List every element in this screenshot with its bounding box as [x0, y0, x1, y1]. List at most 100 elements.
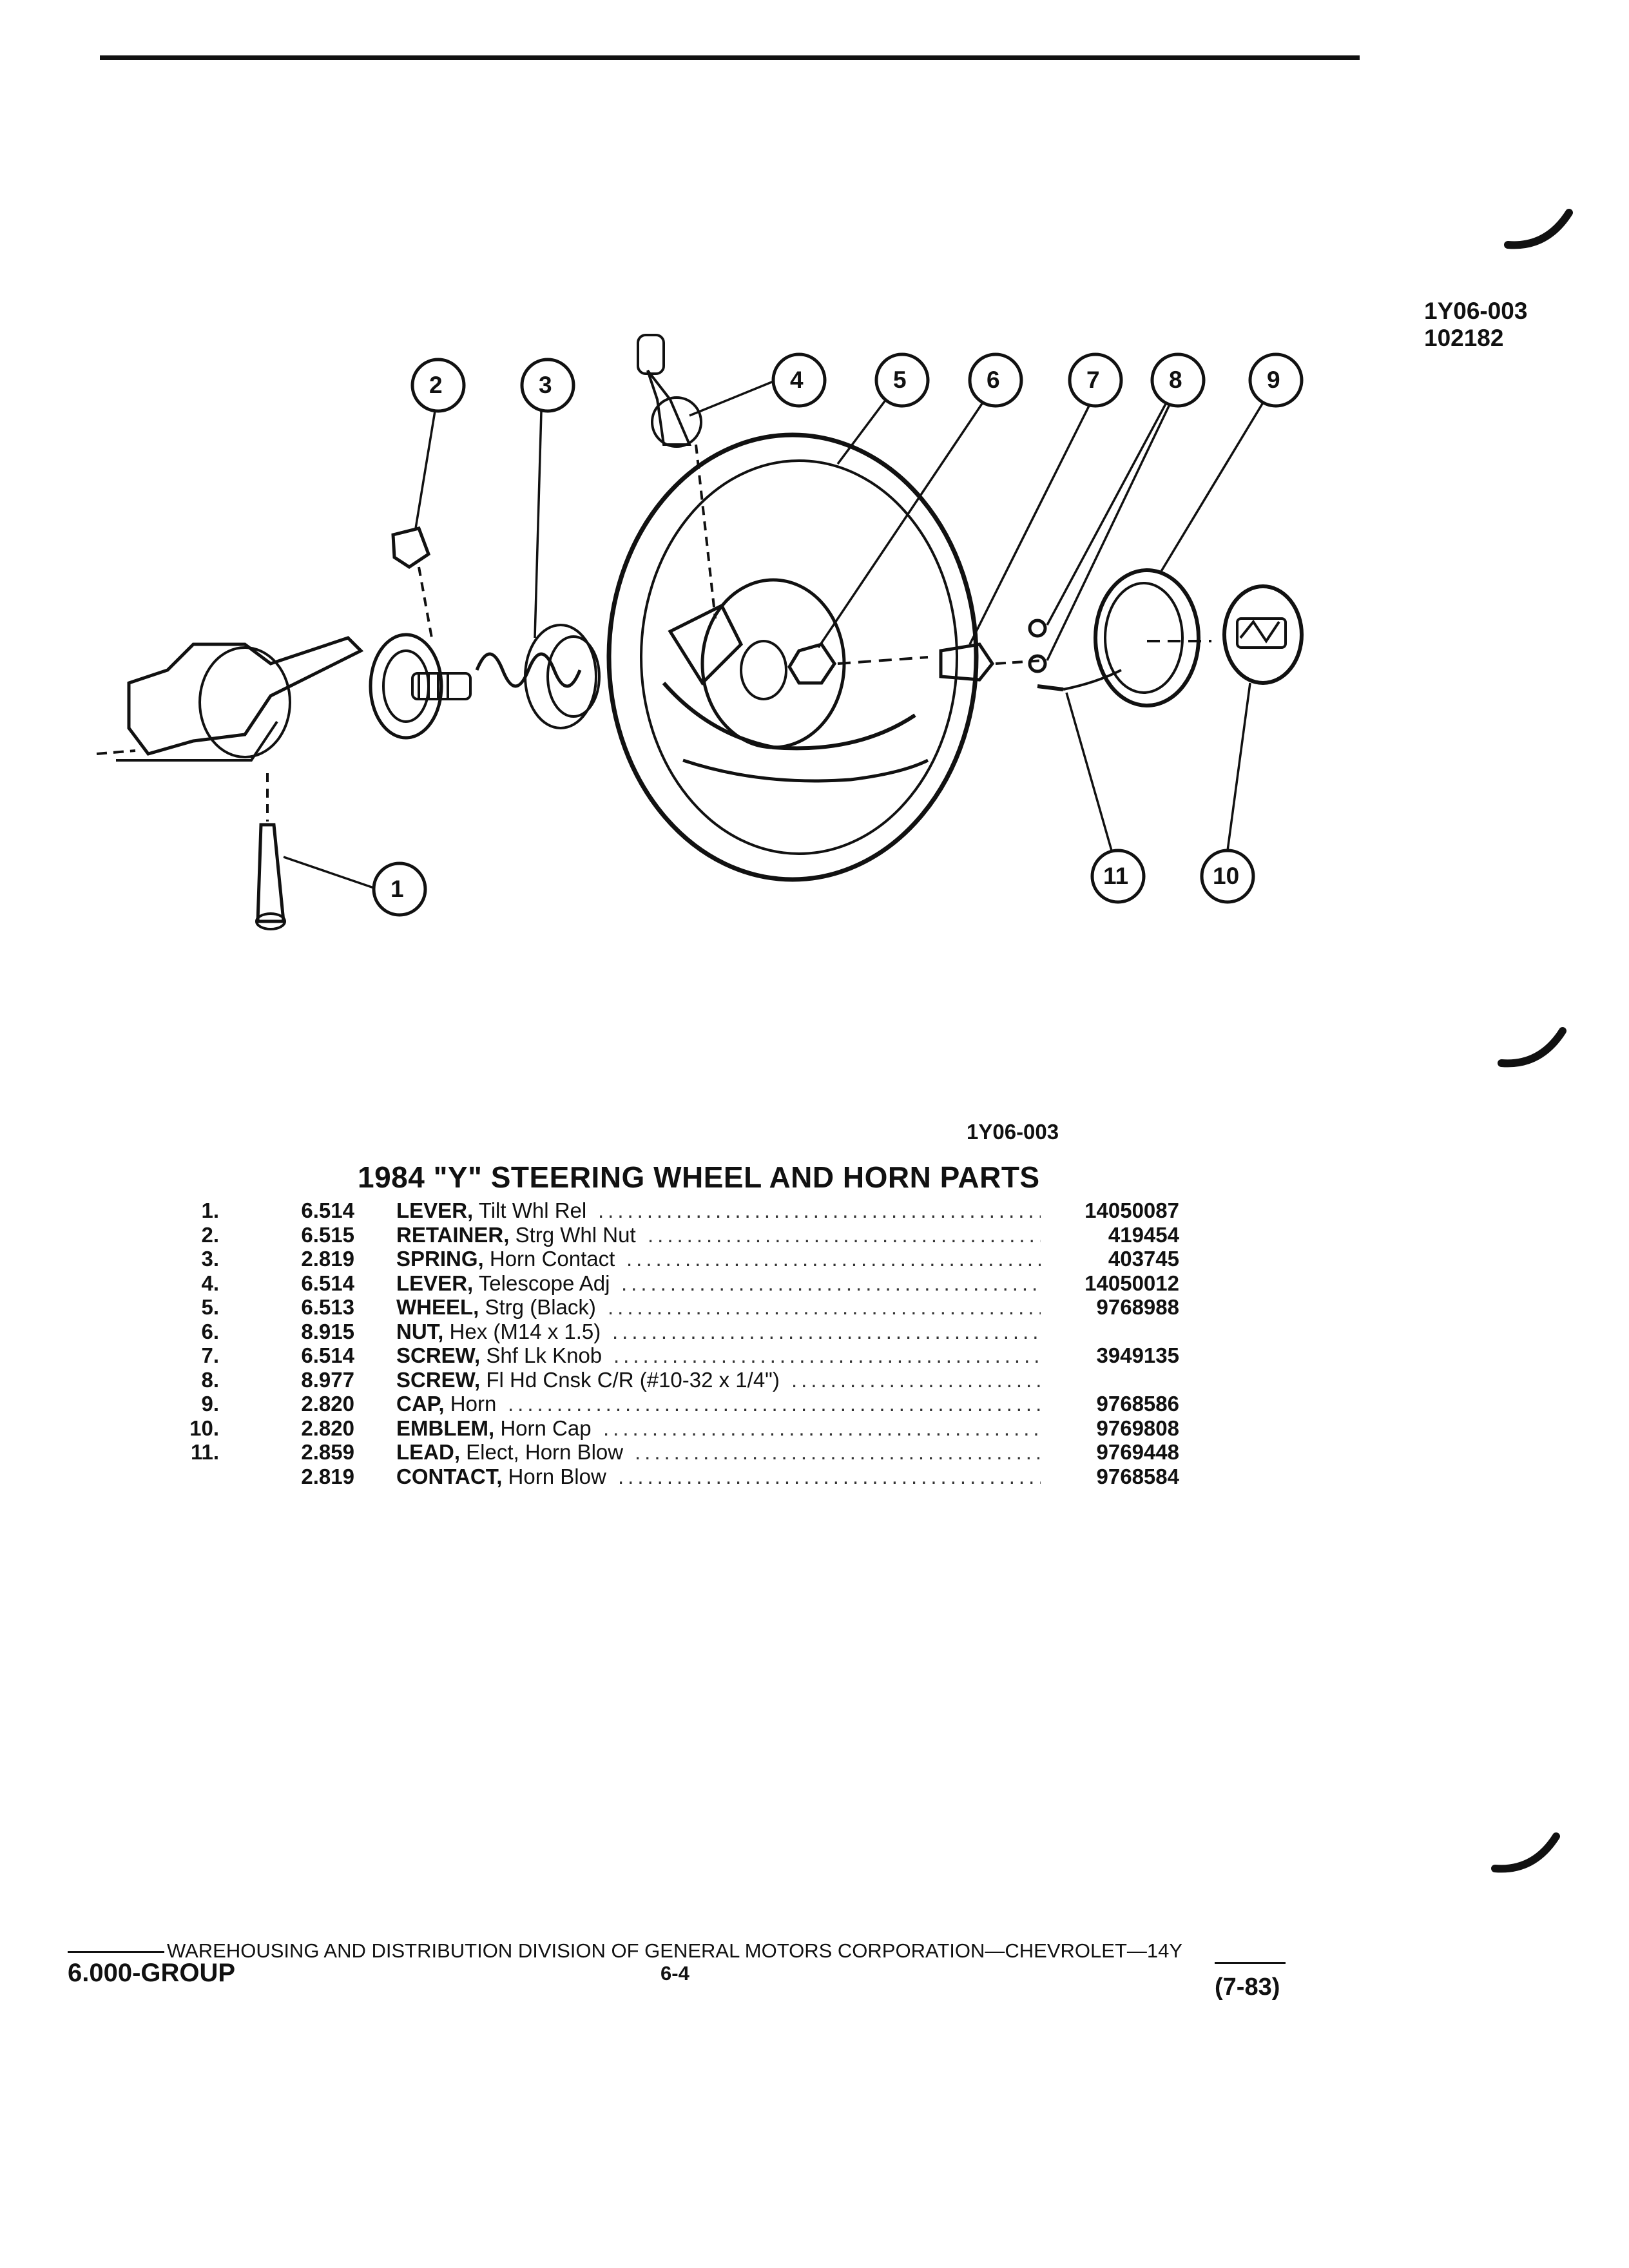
- callout-9: 9: [1267, 367, 1280, 393]
- part-number-index: 2.: [201, 1222, 219, 1247]
- part-description: SCREW, Fl Hd Cnsk C/R (#10-32 x 1/4"): [396, 1368, 780, 1392]
- part-group-code: 6.514: [301, 1271, 354, 1295]
- parts-row: 1. 6.514 LEVER, Tilt Whl Rel..............…: [0, 1198, 1629, 1223]
- callout-4: 4: [790, 367, 804, 393]
- part-group-code: 8.915: [301, 1319, 354, 1343]
- parts-row: 9. 2.820 CAP, Horn........................…: [0, 1392, 1629, 1416]
- leader-dots: ........................................…: [598, 1198, 1041, 1222]
- part-number: 3949135: [1096, 1343, 1179, 1367]
- part-group-code: 2.859: [301, 1440, 354, 1464]
- part-number-index: 5.: [201, 1295, 219, 1319]
- part-detail: Horn: [450, 1392, 497, 1416]
- footer-group: 6.000-GROUP: [68, 1959, 236, 1987]
- part-number-index: 11.: [190, 1440, 219, 1464]
- part-number-index: 3.: [201, 1247, 219, 1271]
- figure-caption: 1Y06-003: [967, 1120, 1059, 1144]
- page-title: 1984 "Y" STEERING WHEEL AND HORN PARTS: [358, 1160, 1040, 1194]
- part-description: SPRING, Horn Contact: [396, 1247, 615, 1271]
- binder-mark-bottom: [1491, 1832, 1560, 1873]
- part-number-index: 1.: [201, 1198, 219, 1222]
- footer-page-number: 6-4: [660, 1962, 689, 1984]
- part-name: CONTACT,: [396, 1464, 503, 1488]
- leader-dots: ........................................…: [603, 1416, 1041, 1440]
- part-description: LEVER, Tilt Whl Rel: [396, 1198, 586, 1223]
- part-detail: Elect, Horn Blow: [466, 1440, 624, 1464]
- part-detail: Horn Blow: [508, 1464, 606, 1488]
- callout-6: 6: [987, 367, 1000, 393]
- part-group-code: 2.820: [301, 1392, 354, 1416]
- part-detail: Strg Whl Nut: [515, 1222, 636, 1247]
- part-group-code: 2.819: [301, 1464, 354, 1488]
- part-description: EMBLEM, Horn Cap: [396, 1416, 592, 1441]
- part-group-code: 6.515: [301, 1222, 354, 1247]
- part-detail: Hex (M14 x 1.5): [449, 1319, 601, 1343]
- part-description: CAP, Horn: [396, 1392, 496, 1416]
- part-number-index: 9.: [201, 1392, 219, 1416]
- part-description: NUT, Hex (M14 x 1.5): [396, 1320, 601, 1344]
- part-detail: Fl Hd Cnsk C/R (#10-32 x 1/4"): [486, 1367, 780, 1392]
- part-number: 14050087: [1084, 1198, 1179, 1222]
- part-group-code: 2.820: [301, 1416, 354, 1440]
- part-detail: Horn Cap: [500, 1416, 592, 1440]
- callout-7: 7: [1086, 367, 1100, 393]
- part-description: LEAD, Elect, Horn Blow: [396, 1440, 623, 1465]
- footer-line-text: WAREHOUSING AND DISTRIBUTION DIVISION OF…: [167, 1939, 1183, 1962]
- part-number-index: 4.: [201, 1271, 219, 1295]
- part-number: 9768586: [1096, 1392, 1179, 1416]
- part-number: 403745: [1108, 1247, 1179, 1271]
- part-description: WHEEL, Strg (Black): [396, 1295, 596, 1320]
- leader-dots: ........................................…: [608, 1295, 1041, 1319]
- callout-2: 2: [429, 372, 443, 398]
- leader-dots: ...........................: [791, 1367, 1041, 1392]
- part-number-index: 8.: [201, 1367, 219, 1392]
- part-detail: Shf Lk Knob: [486, 1343, 602, 1367]
- callout-8: 8: [1169, 367, 1182, 393]
- part-description: SCREW, Shf Lk Knob: [396, 1343, 602, 1368]
- steering-wheel-exploded-diagram: [96, 334, 1304, 930]
- part-number: 9769808: [1096, 1416, 1179, 1440]
- parts-row: 11. 2.859 LEAD, Elect, Horn Blow..........…: [0, 1440, 1629, 1465]
- diagram-ref-id: 1Y06-003: [1424, 298, 1528, 324]
- part-number: 9768584: [1096, 1464, 1179, 1488]
- part-detail: Strg (Black): [485, 1295, 596, 1319]
- leader-dots: ........................................…: [626, 1247, 1041, 1271]
- part-name: CAP,: [396, 1392, 445, 1416]
- part-name: SCREW,: [396, 1367, 481, 1392]
- part-name: SPRING,: [396, 1247, 484, 1271]
- part-group-code: 6.514: [301, 1343, 354, 1367]
- callout-5: 5: [893, 367, 907, 393]
- diagram-ref-date: 102182: [1424, 325, 1504, 351]
- leader-dots: ........................................…: [635, 1440, 1041, 1464]
- part-name: LEAD,: [396, 1440, 460, 1464]
- callout-3: 3: [539, 372, 552, 398]
- part-name: SCREW,: [396, 1343, 481, 1367]
- leader-dots: ........................................…: [621, 1271, 1041, 1295]
- part-number: 419454: [1108, 1222, 1179, 1247]
- part-name: LEVER,: [396, 1198, 474, 1222]
- part-description: RETAINER, Strg Whl Nut: [396, 1223, 636, 1247]
- leader-dots: ........................................…: [618, 1464, 1041, 1488]
- part-group-code: 8.977: [301, 1367, 354, 1392]
- part-number: 9768988: [1096, 1295, 1179, 1319]
- part-description: LEVER, Telescope Adj: [396, 1271, 610, 1296]
- part-detail: Tilt Whl Rel: [478, 1198, 587, 1222]
- part-detail: Horn Contact: [489, 1247, 615, 1271]
- binder-mark-middle: [1498, 1027, 1566, 1068]
- part-detail: Telescope Adj: [478, 1271, 610, 1295]
- parts-row: 5. 6.513 WHEEL, Strg (Black)..............…: [0, 1295, 1629, 1320]
- leader-dots: ........................................…: [648, 1222, 1041, 1247]
- part-name: EMBLEM,: [396, 1416, 495, 1440]
- part-group-code: 6.513: [301, 1295, 354, 1319]
- part-name: LEVER,: [396, 1271, 474, 1295]
- part-number: 9769448: [1096, 1440, 1179, 1464]
- part-group-code: 6.514: [301, 1198, 354, 1222]
- part-name: NUT,: [396, 1319, 444, 1343]
- parts-row: 4. 6.514 LEVER, Telescope Adj.............…: [0, 1271, 1629, 1296]
- leader-dots: ........................................…: [508, 1392, 1041, 1416]
- parts-row: 8. 8.977 SCREW, Fl Hd Cnsk C/R (#10-32 x 1…: [0, 1368, 1629, 1392]
- callout-10: 10: [1213, 863, 1240, 889]
- binder-mark-top: [1504, 209, 1573, 249]
